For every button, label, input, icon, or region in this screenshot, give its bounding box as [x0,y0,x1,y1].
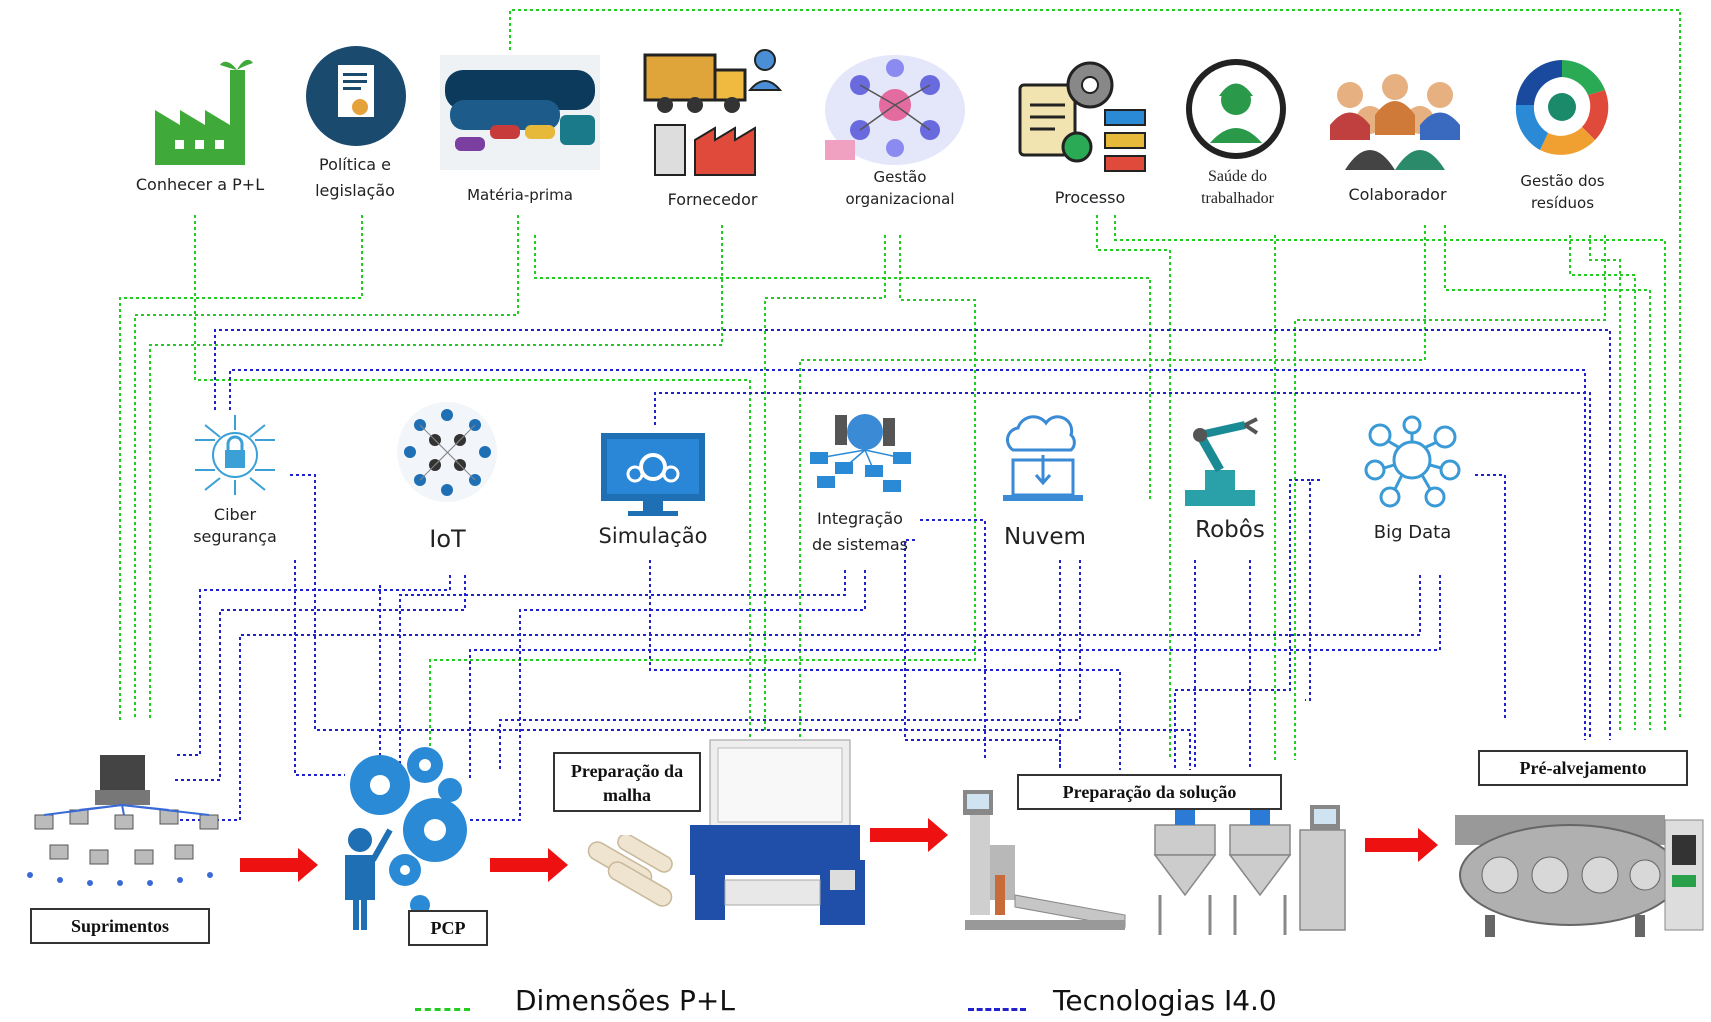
dimension-label-pl: Conhecer a P+L [135,175,265,194]
arrow-icon [240,848,318,882]
dimension-label-forn: Fornecedor [667,190,758,209]
process-arrows [240,818,1438,882]
system-integration-icon [805,410,915,495]
tech-label-ciber: Ciber segurança [193,505,277,546]
worker-health-icon [1185,58,1287,160]
tech-label-robos: Robôs [1195,517,1265,543]
waste-recycle-icon [1510,55,1615,160]
dimension-label-colab: Colaborador [1348,185,1447,204]
tech-label-sim: Simulação [598,524,708,548]
tech-label-nuvem: Nuvem [1004,524,1086,550]
dimension-label-resid: Gestão dos resíduos [1520,172,1605,212]
cybersecurity-lock-icon [185,410,285,500]
tech-label-integ: Integração de sistemas [811,509,909,554]
dosing-station-icon [955,785,1130,940]
document-seal-icon [305,45,407,147]
arrow-icon [490,848,568,882]
big-data-network-icon [1360,415,1465,510]
dimension-label-pol: Política e legislação [315,155,395,200]
fabric-rolls-icon [580,833,685,915]
robot-arm-icon [1170,415,1270,510]
arrow-icon [870,818,948,852]
knitting-machine-icon [680,730,880,930]
tech-label-iot: IoT [429,525,466,553]
process-box-supr: Suprimentos [30,908,210,944]
organization-network-icon [815,50,965,170]
dimension-label-saude: Saúde do trabalhador [1201,168,1274,207]
team-people-icon [1315,65,1475,175]
dyeing-machine-icon [1450,790,1705,940]
cloud-icon [998,415,1088,510]
supplier-truck-icon [640,45,785,180]
process-box-pcp: PCP [408,910,488,946]
supplies-network-icon [15,745,230,900]
factory-icon [135,55,260,170]
process-box-prealv: Pré-alvejamento [1478,750,1688,786]
tech-label-bigdata: Big Data [1373,522,1452,543]
legend-green-label: Dimensões P+L [515,984,735,1017]
green-connections [119,9,1681,760]
process-box-sol: Preparação da solução [1017,774,1282,810]
mixing-tanks-icon [1150,800,1350,940]
planning-gears-icon [335,745,485,935]
simulation-monitor-icon [598,430,708,520]
dimension-label-gest: Gestão organizacional [845,168,955,208]
process-box-malha: Preparação da malha [553,752,701,812]
dimension-label-mat: Matéria-prima [467,186,573,204]
legend-green-line [415,1008,470,1011]
legend-blue-line [968,1008,1026,1011]
process-gear-icon [1015,55,1155,185]
legend-blue-label: Tecnologias I4.0 [1053,984,1277,1017]
textile-rolls-icon [440,55,600,170]
arrow-icon [1365,828,1438,862]
iot-network-icon [390,395,505,510]
dimension-label-proc: Processo [1054,188,1126,207]
